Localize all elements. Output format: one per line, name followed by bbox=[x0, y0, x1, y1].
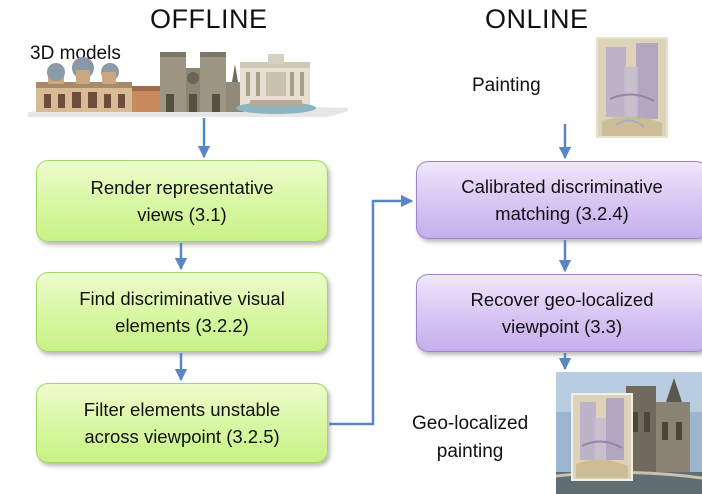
arrow-filter-to-matching bbox=[329, 194, 414, 426]
trevi-fountain-model bbox=[236, 54, 316, 114]
geo-localized-painting-label: Geo-localized painting bbox=[412, 410, 528, 466]
painting-label: Painting bbox=[472, 75, 541, 96]
recover-viewpoint-step: Recover geo-localized viewpoint (3.3) bbox=[416, 274, 702, 352]
find-elements-step-line2: elements (3.2.2) bbox=[115, 315, 249, 336]
calibrated-matching-step-line1: Calibrated discriminative bbox=[461, 176, 663, 197]
render-views-step: Render representative views (3.1) bbox=[36, 160, 328, 242]
calibrated-matching-step-line2: matching (3.2.4) bbox=[495, 203, 629, 224]
calibrated-matching-step: Calibrated discriminative matching (3.2.… bbox=[416, 161, 702, 239]
recover-viewpoint-step-line1: Recover geo-localized bbox=[470, 289, 654, 310]
recover-viewpoint-step-line2: viewpoint (3.3) bbox=[501, 316, 623, 337]
filter-elements-step-line2: across viewpoint (3.2.5) bbox=[84, 426, 280, 447]
geo-localized-label-line2: painting bbox=[436, 441, 504, 462]
render-views-step-line1: Render representative bbox=[90, 177, 274, 198]
offline-heading: OFFLINE bbox=[150, 4, 268, 34]
render-views-step-line2: views (3.1) bbox=[137, 204, 227, 225]
find-elements-step: Find discriminative visual elements (3.2… bbox=[36, 272, 328, 352]
painting-image bbox=[596, 37, 668, 138]
geo-localized-painting-image bbox=[556, 372, 702, 494]
3d-models-image bbox=[28, 52, 348, 117]
notre-dame-model bbox=[160, 52, 244, 112]
online-heading: ONLINE bbox=[485, 4, 589, 34]
find-elements-step-line1: Find discriminative visual bbox=[79, 288, 285, 309]
filter-elements-step-line1: Filter elements unstable bbox=[83, 399, 281, 420]
filter-elements-step: Filter elements unstable across viewpoin… bbox=[36, 383, 328, 463]
models-label: 3D models bbox=[30, 43, 121, 64]
basilica-model bbox=[36, 57, 160, 112]
geo-localized-label-line1: Geo-localized bbox=[412, 413, 529, 434]
